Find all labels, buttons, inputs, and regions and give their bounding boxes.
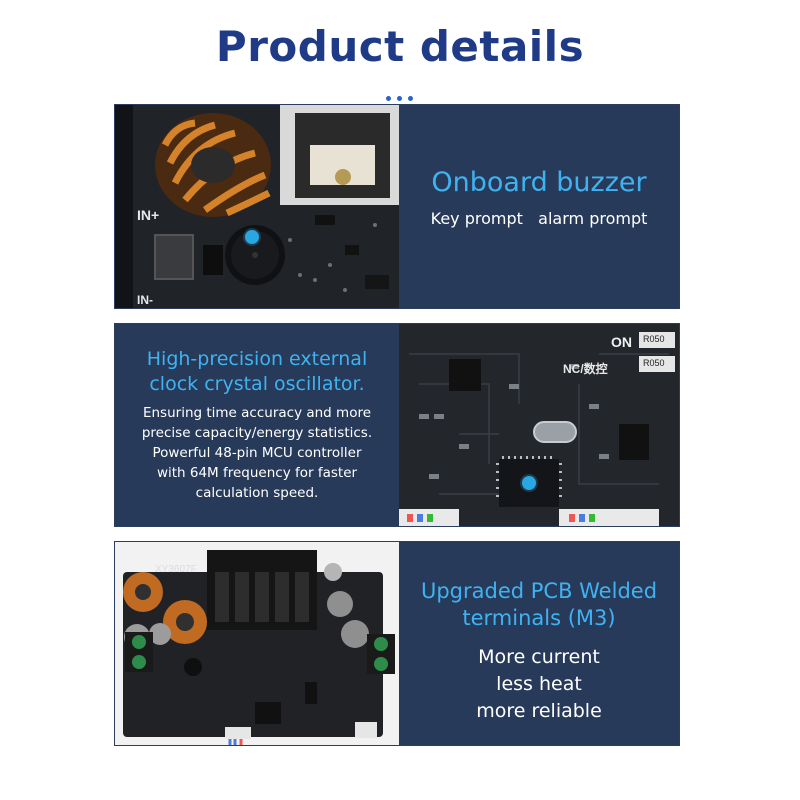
oscillator-body-line: with 64M frequency for faster [156,465,358,481]
terminals-heading: Upgraded PCB Welded terminals (M3) [399,578,679,632]
image-label-on: ON [611,334,632,350]
oscillator-body: Ensuring time accuracy and more precise … [115,403,399,503]
page-title: Product details [215,22,585,71]
mcu-marker [522,476,536,490]
oscillator-body-line: Powerful 48-pin MCU controller [152,445,362,461]
image-label-in-plus: IN+ [137,207,160,223]
image-label-r050-b: R050 [643,358,665,368]
title-dots [383,88,417,101]
oscillator-heading: High-precision external clock crystal os… [115,347,399,397]
terminals-body-line: more reliable [476,700,602,722]
oscillator-heading-line: clock crystal oscillator. [149,373,365,395]
terminals-body: More current less heat more reliable [399,644,679,725]
terminals-heading-line: terminals (M3) [462,606,616,630]
oscillator-panel: High-precision external clock crystal os… [114,323,680,527]
terminals-body-line: More current [478,646,600,668]
board-image: XY3607F [115,542,399,745]
oscillator-body-line: Ensuring time accuracy and more [142,405,372,421]
buzzer-marker [245,230,259,244]
oscillator-heading-line: High-precision external [146,348,368,370]
oscillator-body-line: precise capacity/energy statistics. [141,425,373,441]
terminals-panel: XY3607F Upgraded PCB Welded terminals (M… [114,541,680,746]
image-label-nc: NC/数控 [563,362,608,376]
terminals-heading-line: Upgraded PCB Welded [420,579,658,603]
terminals-body-line: less heat [496,673,582,695]
buzzer-body: Key prompt alarm prompt [430,209,648,228]
mcu-pcb-image: ON R050 R050 NC/数控 [399,324,679,526]
oscillator-body-line: calculation speed. [195,485,319,501]
buzzer-pcb-image: IN+ IN- [115,105,399,308]
image-label-r050-a: R050 [643,334,665,344]
buzzer-panel: IN+ IN- Onboard buzzer Key prompt alarm … [114,104,680,309]
image-label-model: XY3607F [155,564,197,575]
buzzer-heading: Onboard buzzer [431,167,647,198]
image-label-in-minus: IN- [137,293,153,307]
